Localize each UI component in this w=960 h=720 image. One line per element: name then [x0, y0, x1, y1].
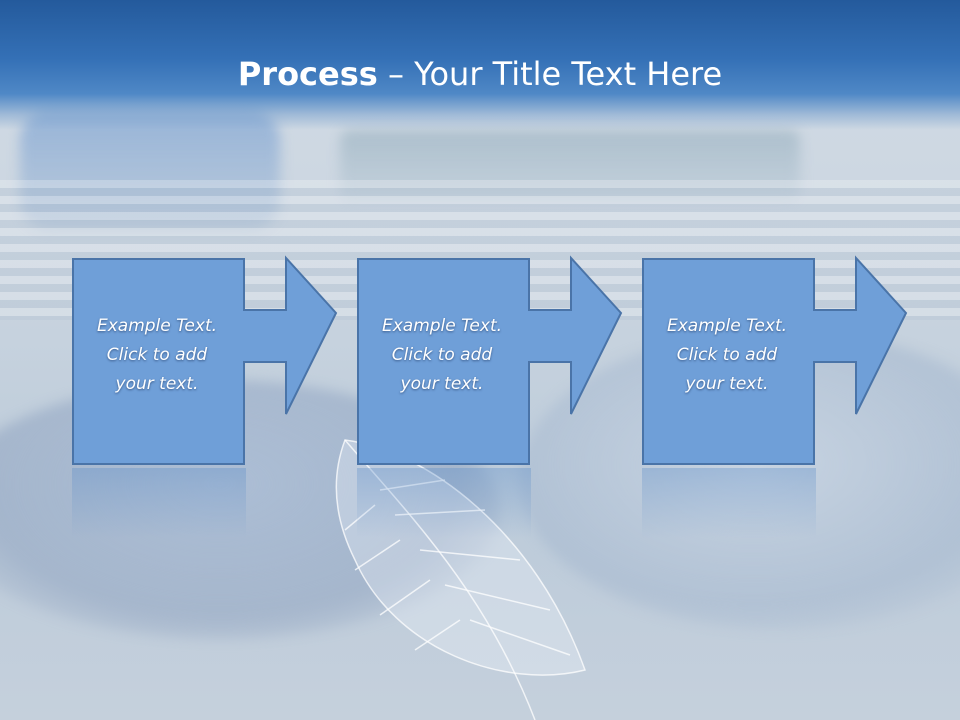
- step-1-line-1: Example Text.: [96, 316, 218, 336]
- step-1-line-3: your text.: [115, 374, 199, 394]
- right-arrow-icon: [357, 255, 623, 465]
- step-2-line-1: Example Text.: [381, 316, 503, 336]
- step-3-line-2: Click to add: [676, 345, 778, 365]
- step-1-shape: [72, 255, 338, 465]
- title-bold: Process: [237, 55, 378, 93]
- step-1-text[interactable]: Example Text. Click to add your text.: [72, 312, 242, 399]
- step-2-line-2: Click to add: [391, 345, 493, 365]
- step-3-shape: [642, 255, 908, 465]
- process-step-2[interactable]: Example Text. Click to add your text.: [357, 255, 623, 468]
- background-stone-top: [20, 110, 280, 230]
- title-bar: [0, 0, 960, 130]
- step-3-line-1: Example Text.: [666, 316, 788, 336]
- step-2-shape: [357, 255, 623, 465]
- step-2-reflection: [357, 468, 531, 538]
- step-3-reflection: [642, 468, 816, 538]
- step-3-line-3: your text.: [685, 374, 769, 394]
- process-step-1[interactable]: Example Text. Click to add your text.: [72, 255, 338, 468]
- right-arrow-icon: [642, 255, 908, 465]
- step-1-reflection: [72, 468, 246, 538]
- step-3-text[interactable]: Example Text. Click to add your text.: [642, 312, 812, 399]
- title-rest: Your Title Text Here: [414, 55, 723, 93]
- right-arrow-icon: [72, 255, 338, 465]
- step-2-text[interactable]: Example Text. Click to add your text.: [357, 312, 527, 399]
- leaf-image: [335, 439, 586, 720]
- background-bar: [340, 130, 800, 200]
- title-separator: –: [377, 55, 415, 93]
- slide-title[interactable]: Process – Your Title Text Here: [0, 52, 960, 96]
- step-1-line-2: Click to add: [106, 345, 208, 365]
- process-step-3[interactable]: Example Text. Click to add your text.: [642, 255, 908, 468]
- step-2-line-3: your text.: [400, 374, 484, 394]
